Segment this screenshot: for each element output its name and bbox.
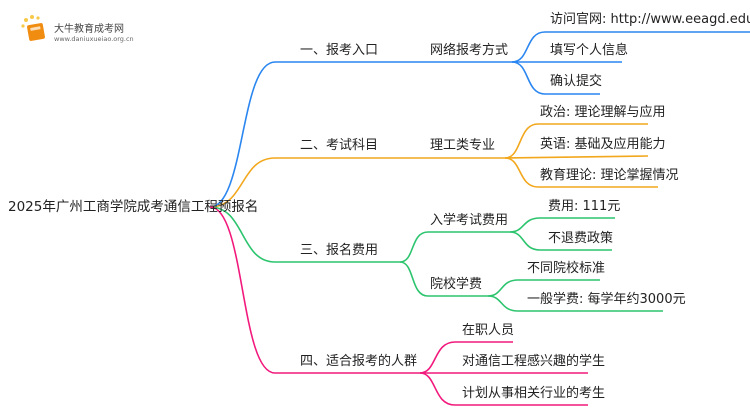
logo-title: 大牛教育成考网 xyxy=(54,24,124,35)
connector-3-1-1 xyxy=(509,217,615,233)
leaf-working-staff: 在职人员 xyxy=(462,323,515,338)
leaf-education-theory: 教育理论: 理论掌握情况 xyxy=(540,168,679,183)
connector-3-1-2 xyxy=(509,231,612,251)
node-tuition: 院校学费 xyxy=(430,277,483,292)
connector-3-1 xyxy=(399,231,510,263)
root-topic: 2025年广州工商学院成考通信工程预报名 xyxy=(8,199,259,215)
leaf-tuition-amount: 一般学费: 每学年约3000元 xyxy=(527,292,686,307)
leaf-fee-amount: 费用: 111元 xyxy=(548,199,621,214)
leaf-fill-info: 填写个人信息 xyxy=(550,43,629,58)
connector-2 xyxy=(209,157,505,208)
connector-2-3 xyxy=(504,157,658,188)
node-online-registration: 网络报考方式 xyxy=(430,43,509,58)
branch-fees: 三、报名费用 xyxy=(300,243,379,258)
connector-4-3 xyxy=(419,372,588,406)
connector-3-2 xyxy=(399,261,488,297)
connector-1 xyxy=(209,61,512,208)
node-exam-fee: 入学考试费用 xyxy=(430,213,509,228)
connector-3-2-2 xyxy=(487,295,663,312)
connector-4 xyxy=(209,206,420,374)
leaf-official-site: 访问官网: http://www.eeagd.edu.cn/cr xyxy=(550,12,750,27)
leaf-no-refund: 不退费政策 xyxy=(548,231,614,246)
connector-4-1 xyxy=(419,341,513,374)
connector-2-2 xyxy=(504,155,649,159)
connector-3-2-1 xyxy=(487,279,600,297)
leaf-school-standard: 不同院校标准 xyxy=(527,261,606,276)
leaf-politics: 政治: 理论理解与应用 xyxy=(540,105,666,120)
branch-target-audience: 四、适合报考的人群 xyxy=(300,354,418,369)
logo-url: www.daniuxueiao.org.cn xyxy=(54,35,134,43)
node-science-engineering: 理工类专业 xyxy=(430,138,496,153)
branch-exam-subjects: 二、考试科目 xyxy=(300,138,379,153)
connector-2-1 xyxy=(504,123,648,159)
leaf-industry-candidates: 计划从事相关行业的考生 xyxy=(462,386,606,401)
leaf-interested-students: 对通信工程感兴趣的学生 xyxy=(462,354,606,369)
branch-registration-entry: 一、报考入口 xyxy=(300,43,379,58)
leaf-confirm-submit: 确认提交 xyxy=(550,74,603,89)
connector-1-1 xyxy=(511,31,750,63)
book-logo-icon xyxy=(21,15,45,41)
leaf-english: 英语: 基础及应用能力 xyxy=(540,137,666,152)
connector-3 xyxy=(209,206,400,263)
connector-1-3 xyxy=(511,61,600,95)
